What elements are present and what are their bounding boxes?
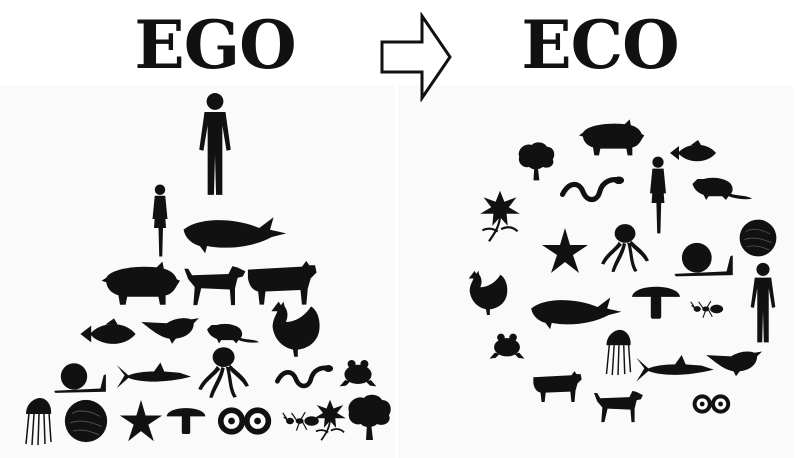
jellyfish-icon [606,330,630,375]
cow-icon [248,261,317,305]
hen-icon [271,302,319,357]
ant-icon [283,412,319,430]
snake-icon [563,176,624,199]
bird-icon [141,318,199,344]
jellyfish-icon [26,398,51,445]
coral-icon [740,220,777,257]
ant-icon [691,301,723,318]
tree-icon [519,142,555,180]
bird-icon [706,351,762,376]
mushroom-icon [632,287,680,319]
flower-icon [314,400,346,440]
whale-icon [184,217,287,253]
snail-icon [674,243,732,276]
rat-icon [207,324,259,343]
ego-pyramid [26,93,391,445]
frog-icon [490,334,525,359]
frog-icon [340,360,377,386]
dog-icon [594,391,643,422]
woman-icon [153,185,168,257]
fish-icon [670,140,716,161]
woman-icon [650,157,666,234]
shark-icon [117,363,191,389]
snake-icon [277,365,333,386]
eggs-icon [693,394,731,413]
eco-circle [469,119,777,422]
hen-icon [469,271,508,315]
octopus-icon [601,224,649,272]
coral-icon [65,400,107,442]
pig-icon [102,262,180,305]
starfish-icon [120,400,162,441]
mushroom-icon [167,408,206,434]
dog-icon [184,266,245,305]
rat-icon [692,178,752,200]
tree-icon [348,395,390,440]
human-icon [199,93,231,195]
snail-icon [54,363,106,393]
flower-icon [480,191,520,242]
pig-icon [579,119,644,155]
octopus-icon [198,347,249,398]
starfish-icon [542,228,588,273]
human-icon [751,263,776,343]
whale-icon [531,298,621,330]
eggs-icon [218,407,271,434]
cow-icon [533,371,581,402]
fish-icon [80,318,135,344]
shark-icon [636,355,713,382]
